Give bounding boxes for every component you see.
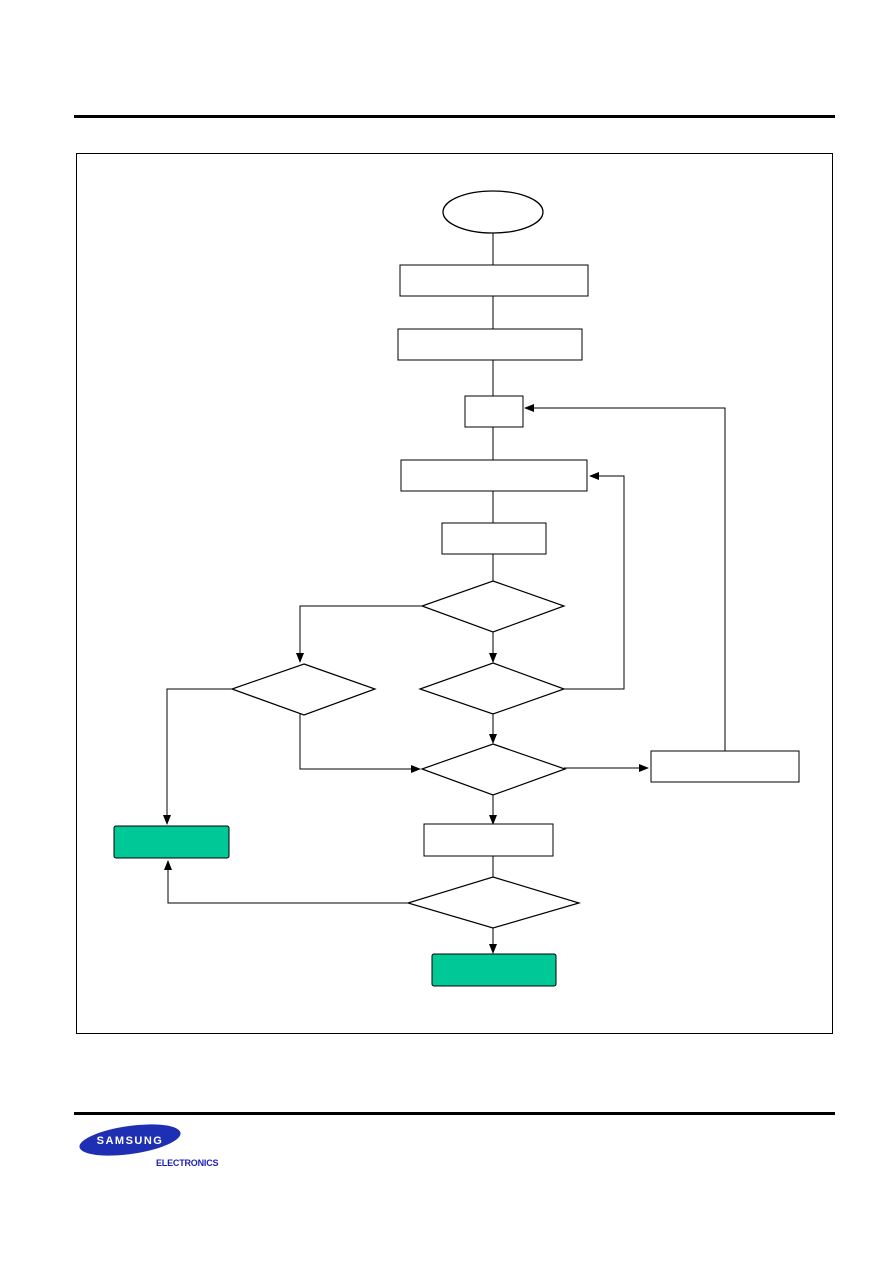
side-process-box bbox=[650, 750, 800, 783]
samsung-logo: SAMSUNG bbox=[79, 1124, 181, 1156]
decision-2 bbox=[418, 662, 566, 715]
footer-rule bbox=[74, 1112, 835, 1115]
header-rule bbox=[74, 115, 835, 118]
electronics-label: ELECTRONICS bbox=[156, 1158, 219, 1168]
process-box-2 bbox=[397, 328, 583, 361]
process-box-3 bbox=[464, 395, 524, 428]
end-terminal-right bbox=[431, 953, 557, 987]
connector-left-decision-to-left-terminal bbox=[163, 688, 232, 825]
connector-decision1-left-branch bbox=[296, 605, 423, 663]
connector-decision4-to-left-terminal bbox=[164, 860, 408, 904]
process-box-4 bbox=[400, 459, 588, 492]
process-box-6 bbox=[423, 823, 554, 857]
start-terminal bbox=[442, 190, 544, 234]
decision-1 bbox=[420, 580, 566, 633]
decision-left bbox=[230, 663, 377, 716]
figure-frame bbox=[76, 153, 833, 1034]
svg-text:SAMSUNG: SAMSUNG bbox=[97, 1135, 164, 1147]
connector-left-decision-to-decision3 bbox=[299, 714, 421, 773]
process-box-1 bbox=[399, 264, 589, 297]
process-box-5 bbox=[441, 522, 547, 555]
decision-4 bbox=[405, 876, 582, 929]
connector-decision2-loop-to-box4 bbox=[564, 472, 625, 690]
decision-3 bbox=[420, 743, 567, 796]
end-terminal-left bbox=[113, 825, 230, 859]
connector-side-box-loop-to-box3 bbox=[524, 404, 726, 751]
